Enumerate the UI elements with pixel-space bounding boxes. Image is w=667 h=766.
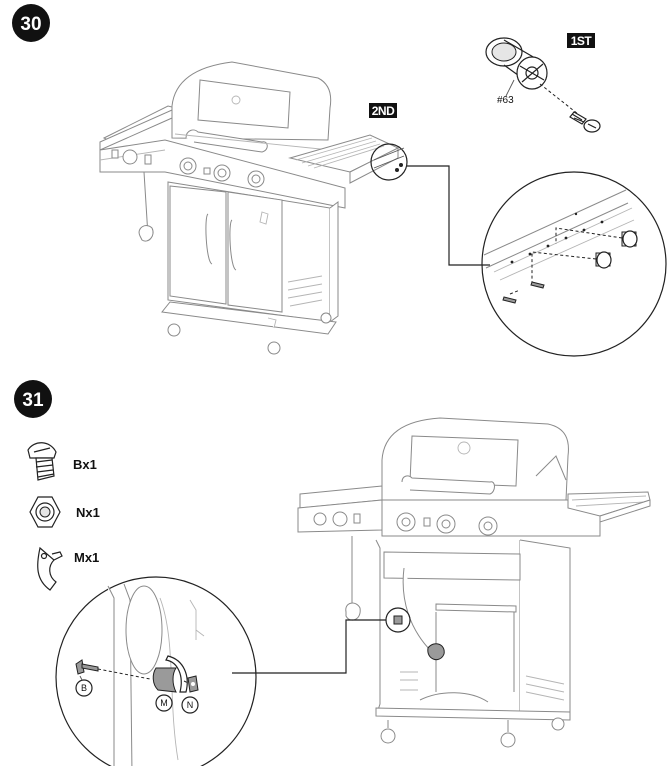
step-number: 30	[20, 14, 41, 35]
parts-list: Bx1 Nx1 Mx1	[27, 442, 100, 591]
grill-illustration-step-30	[99, 61, 400, 355]
zoom-indicator-step-31	[232, 607, 411, 674]
order-tag-second: 2ND	[369, 103, 397, 118]
part-number-callout: #63	[497, 95, 514, 106]
grill-illustration-step-31	[297, 417, 651, 748]
nut-icon: Nx1	[29, 496, 100, 528]
detail-letter: N	[187, 700, 194, 710]
svg-text:1ST: 1ST	[571, 34, 593, 48]
step-number: 31	[22, 390, 44, 411]
step-31: 31 Bx1 Nx1 Mx1	[14, 380, 651, 766]
step-30-badge: 30	[12, 4, 50, 42]
svg-text:2ND: 2ND	[372, 104, 395, 118]
part-label: Nx1	[76, 505, 100, 520]
detail-circle-step-30	[481, 171, 667, 357]
detail-circle-step-31: B M N	[55, 576, 257, 766]
clip-icon: Mx1	[37, 546, 99, 591]
spacer-part-63: #63	[485, 37, 579, 115]
zoom-indicator-step-30	[370, 143, 490, 266]
order-tag-first: 1ST	[567, 33, 595, 48]
step-31-badge: 31	[14, 380, 52, 418]
detail-letter: B	[81, 683, 87, 693]
part-label: Bx1	[73, 457, 97, 472]
screw-icon: Bx1	[27, 442, 97, 481]
step-30: 30	[12, 4, 667, 357]
detail-letter: M	[160, 698, 168, 708]
screw-icon	[569, 111, 601, 133]
part-label: Mx1	[74, 550, 99, 565]
